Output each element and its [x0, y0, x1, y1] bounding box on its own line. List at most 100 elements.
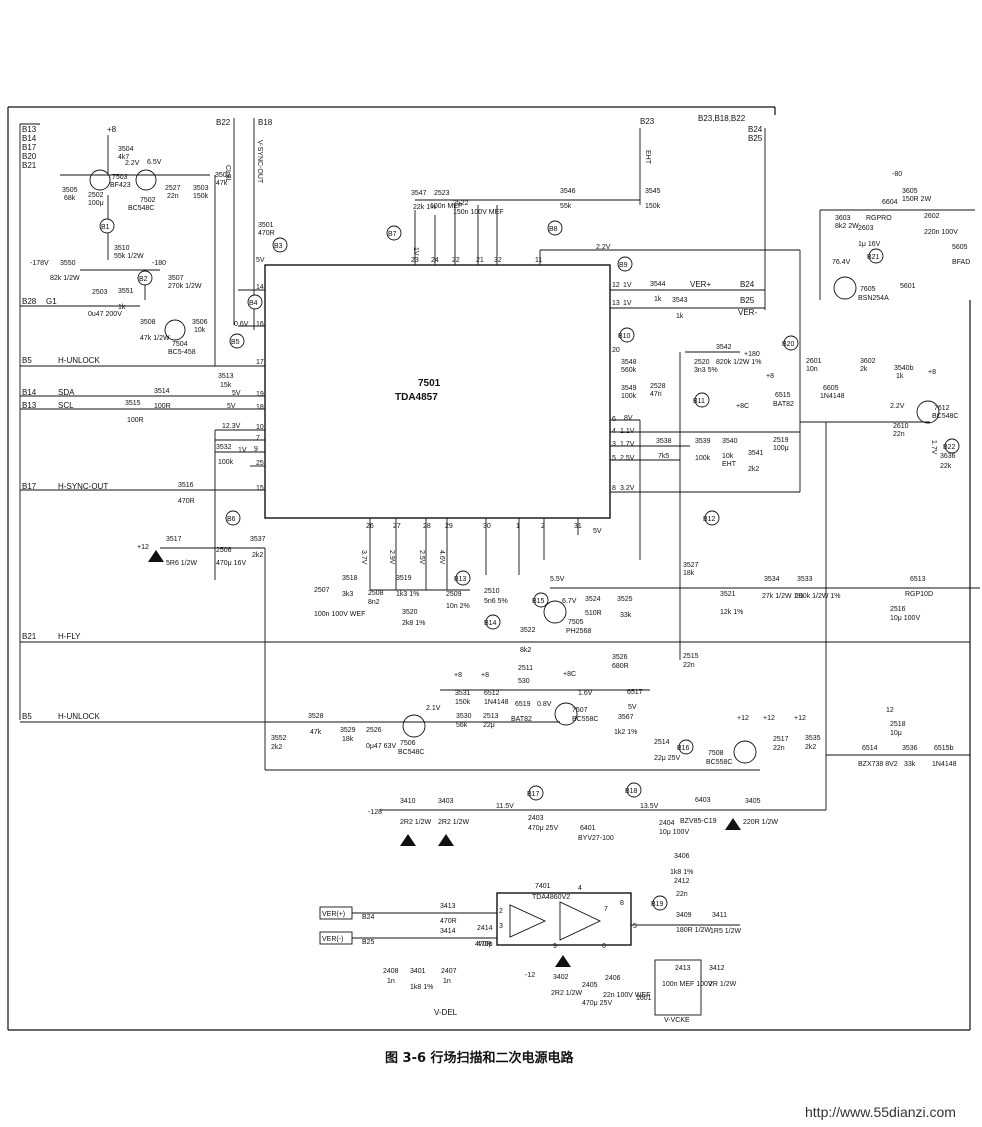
- ref-2601: 2601: [806, 358, 822, 365]
- val-3541: 2k2: [748, 466, 759, 473]
- val-3401: 1k8 1%: [410, 984, 433, 991]
- v-1v: 1V: [238, 447, 247, 454]
- ref-3550: 3550: [60, 260, 76, 267]
- ref-2413: 2413: [675, 965, 691, 972]
- ref-6605: 6605: [823, 385, 839, 392]
- ref-2412: 2412: [674, 878, 690, 885]
- val-2414: 470p: [477, 941, 493, 948]
- ref-3503: 3503: [193, 185, 209, 192]
- ref-6512: 6512: [484, 690, 500, 697]
- ref-3538: 3538: [656, 438, 672, 445]
- ref-2408: 2408: [383, 968, 399, 975]
- signal-v-del: V-DEL: [434, 1008, 458, 1017]
- val-3403: 2R2 1/2W: [438, 819, 470, 826]
- ref-7504: 7504: [172, 341, 188, 348]
- v-3v-top: 1V: [412, 247, 419, 256]
- val-3527: 18k: [683, 570, 695, 577]
- val-2502: 100μ: [88, 200, 104, 207]
- val-3412: 2R 1/2W: [709, 981, 737, 988]
- ref-3526: 3526: [612, 654, 628, 661]
- signal-h-sync-out: H-SYNC-OUT: [58, 482, 108, 491]
- ic-7501: 7501 TDA4857 23 24 22 21 32 11 12 13 20 …: [254, 257, 620, 530]
- val-3402: 2R2 1/2W: [551, 990, 583, 997]
- ref-3518: 3518: [342, 575, 358, 582]
- ver-plus-box: VER(+): [322, 911, 345, 918]
- ref-2509: 2509: [446, 591, 462, 598]
- signal-scl: SCL: [58, 401, 74, 410]
- connector-b-right: B23,B18,B22: [698, 114, 746, 123]
- val-2526: 0μ47 63V: [366, 743, 396, 750]
- v-2-2-top: 2.2V: [596, 244, 611, 251]
- tp-b14: B14: [484, 620, 497, 627]
- below-ic-section: 3.7V 2.9V 2.5V 4.6V 2507 100n 100V WEF 3…: [314, 528, 980, 685]
- pin-30: 30: [483, 523, 491, 530]
- ref-3520: 3520: [402, 609, 418, 616]
- pin7401-5: 5: [633, 923, 637, 930]
- val-2527: 22n: [167, 193, 179, 200]
- connector-b14: B14: [22, 388, 37, 397]
- tp-b4: B4: [249, 300, 258, 307]
- ref-2503: 2503: [92, 289, 108, 296]
- figure-caption: 图 3-6 行场扫描和二次电源电路: [385, 1050, 575, 1066]
- v-1-7-r: 1.7V: [930, 440, 937, 455]
- v-2-2-r: 2.2V: [890, 403, 905, 410]
- ref-3535: 3535: [805, 735, 821, 742]
- ref-3530: 3530: [456, 713, 472, 720]
- ref-6513: 6513: [910, 576, 926, 583]
- ref-3540b: 3540b: [894, 365, 914, 372]
- val-3414: 470R: [475, 941, 492, 948]
- v-2-5: 2.5V: [620, 455, 635, 462]
- val-3508: 47k 1/2W: [140, 335, 170, 342]
- val-2523: 100n MEF: [430, 203, 462, 210]
- v-11-5: 11.5V: [496, 803, 514, 810]
- val-2602: 220n 100V: [924, 229, 958, 236]
- v-0-6: 0.6V: [234, 321, 249, 328]
- val-3534: 27k 1/2W 1%: [762, 593, 804, 600]
- ref-6604: 6604: [882, 199, 898, 206]
- val-3515: 100R: [127, 417, 144, 424]
- pin-22: 22: [452, 257, 460, 264]
- val-3526: 680R: [612, 663, 629, 670]
- val-3503: 150k: [193, 193, 209, 200]
- frame: [7, 106, 971, 1031]
- val-3405: 220R 1/2W: [743, 819, 778, 826]
- ref-3636: 3636: [940, 453, 956, 460]
- ref-2518: 2518: [890, 721, 906, 728]
- ref-3539: 3539: [695, 438, 711, 445]
- ref-3528: 3528: [308, 713, 324, 720]
- val-2516: 10μ 100V: [890, 615, 920, 622]
- val-3522: 8k2: [520, 647, 531, 654]
- tp-b2: B2: [139, 276, 148, 283]
- left-top-section: +8 3504 4k7 7503 BF423 7502 BC548C 3505 …: [30, 125, 275, 366]
- val-2407: 1n: [443, 978, 451, 985]
- ref-6401: 6401: [580, 825, 596, 832]
- bus-labels: B28 G1 B5 H-UNLOCK B14 SDA B13 SCL B17 H…: [20, 280, 970, 723]
- val-2511: 530: [518, 678, 530, 685]
- ref-3541: 3541: [748, 450, 764, 457]
- ref-3603: 3603: [835, 215, 851, 222]
- val-3504: 4k7: [118, 154, 129, 161]
- top-mid-section: 3547 22k 1% 2523 100n MEF 2522 150n 100V…: [411, 188, 688, 320]
- v-plus8-r: +8: [928, 369, 936, 376]
- val-6519: BAT82: [511, 716, 532, 723]
- ref-3533: 3533: [797, 576, 813, 583]
- pin-7: 7: [256, 435, 260, 442]
- v-minus12: -12: [525, 972, 535, 979]
- ref-3552: 3552: [271, 735, 287, 742]
- pin7401-8: 8: [620, 900, 624, 907]
- val-3603: 8k2 2W: [835, 223, 859, 230]
- ref-3401: 3401: [410, 968, 426, 975]
- ref-7506: 7506: [400, 740, 416, 747]
- pin-13: 13: [612, 300, 620, 307]
- tp-b10: B10: [618, 333, 631, 340]
- val-7502: BC548C: [128, 205, 154, 212]
- val-6512: 1N4148: [484, 699, 509, 706]
- val-2508: 8n2: [368, 599, 380, 606]
- val-6403: BZV85-C19: [680, 818, 717, 825]
- val-3530: 56k: [456, 722, 468, 729]
- ref-3537: 3537: [250, 536, 266, 543]
- signal-h-unlock: H-UNLOCK: [58, 356, 100, 365]
- watermark: http://www.55dianzi.com: [805, 1104, 956, 1120]
- pin-20: 20: [612, 347, 620, 354]
